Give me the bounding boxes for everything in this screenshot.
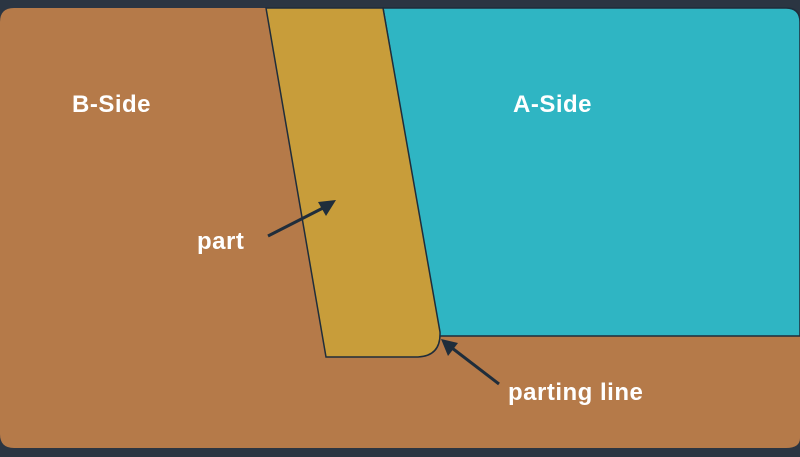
part-arrow-line — [267, 206, 324, 238]
a-side-label: A-Side — [513, 91, 592, 118]
parting-line-label: parting line — [508, 379, 643, 406]
parting-line-arrow-head-icon — [441, 339, 458, 356]
part-label: part — [197, 228, 244, 255]
part-region — [265, 7, 441, 358]
part-arrow-head-icon — [318, 200, 336, 216]
b-side-label: B-Side — [72, 91, 151, 118]
a-side-region — [382, 7, 800, 337]
parting-line-arrow-line — [451, 346, 500, 386]
